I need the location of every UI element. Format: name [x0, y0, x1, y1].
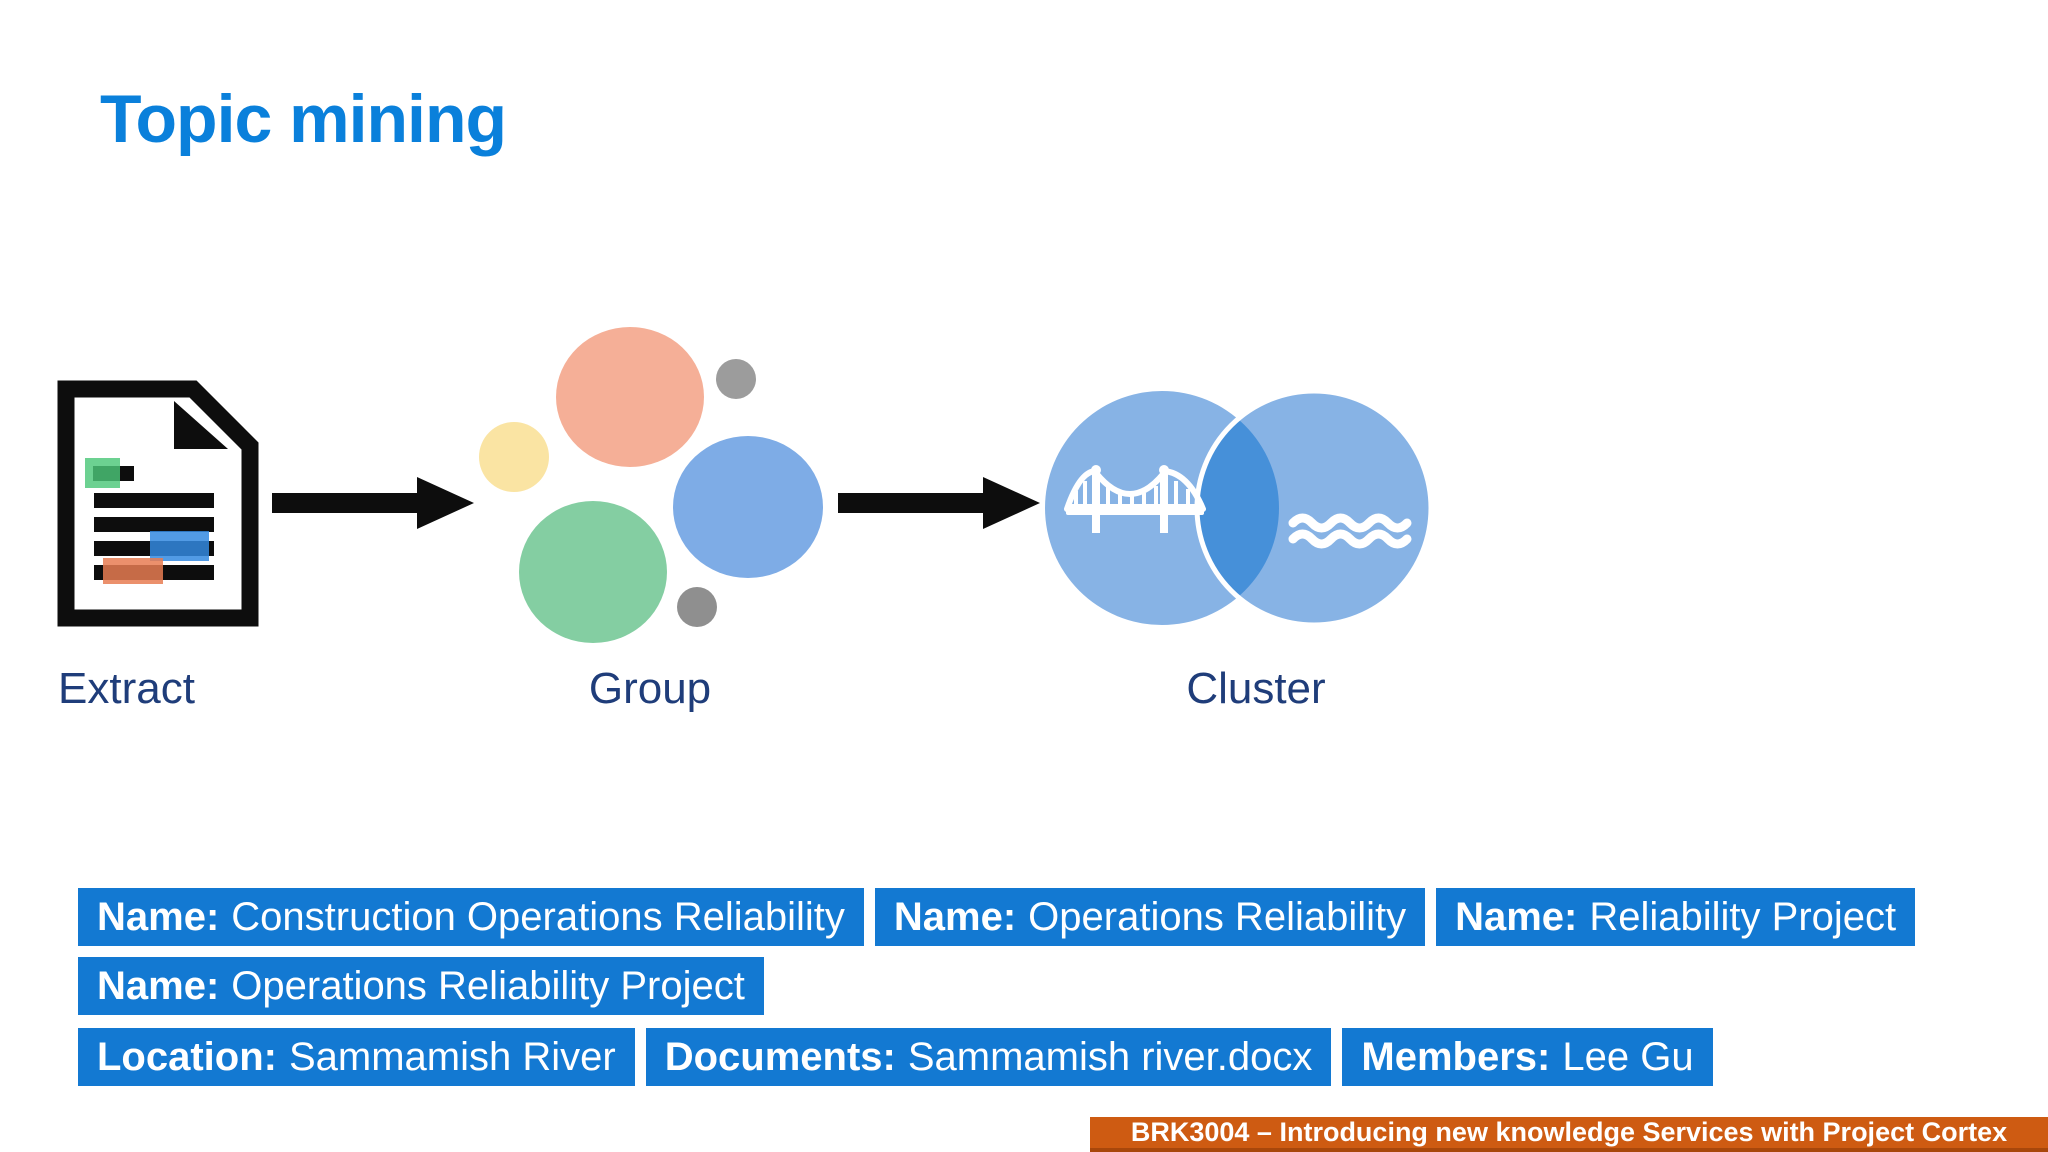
tag-box-documents: Documents:Sammamish river.docx	[645, 1028, 1332, 1086]
tag-value: Operations Reliability Project	[231, 963, 745, 1008]
tag-label: Name:	[1455, 894, 1578, 939]
bubble-gray-small-top	[716, 359, 756, 399]
arrow-right-icon	[838, 477, 1040, 529]
bridge-icon	[1066, 465, 1204, 533]
session-banner-text: BRK3004 – Introducing new knowledge Serv…	[1130, 1117, 2008, 1147]
bubble-gray-small-bottom	[677, 587, 717, 627]
tag-label: Location:	[97, 1034, 277, 1079]
green-highlight	[85, 458, 120, 488]
folded-corner	[174, 401, 228, 449]
waves-icon	[1288, 513, 1412, 549]
orange-highlight	[103, 558, 163, 584]
tag-value: Sammamish river.docx	[907, 1034, 1313, 1079]
step-label-cluster: Cluster	[1186, 664, 1326, 713]
tag-box-name-1: Name:Construction Operations Reliability	[78, 888, 864, 946]
session-banner: BRK3004 – Introducing new knowledge Serv…	[1090, 1117, 2048, 1152]
tag-row-names: Name:Construction Operations Reliability…	[78, 888, 1916, 946]
blue-highlight	[150, 531, 209, 561]
tag-box-name-2: Name:Operations Reliability	[874, 888, 1426, 946]
tag-label: Name:	[97, 963, 220, 1008]
bubble-green	[519, 501, 667, 643]
tag-box-members: Members:Lee Gu	[1342, 1028, 1713, 1086]
arrow-right-icon	[272, 477, 474, 529]
bubble-yellow	[479, 422, 549, 492]
tag-value: Lee Gu	[1562, 1034, 1694, 1079]
tag-row-name-4: Name:Operations Reliability Project	[78, 957, 764, 1015]
tag-box-name-4: Name:Operations Reliability Project	[78, 957, 764, 1015]
slide-title: Topic mining	[100, 81, 507, 157]
step-label-extract: Extract	[58, 664, 195, 713]
bubble-salmon	[556, 327, 704, 467]
tag-row-details: Location:Sammamish River Documents:Samma…	[78, 1028, 1713, 1086]
venn-overlap	[1197, 391, 1279, 625]
bubble-cluster-icon	[479, 327, 823, 643]
venn-bridge-river-icon	[1045, 388, 1434, 628]
document-icon	[57, 380, 259, 627]
tag-box-name-3: Name:Reliability Project	[1436, 888, 1916, 946]
tag-label: Members:	[1361, 1034, 1551, 1079]
tag-value: Reliability Project	[1589, 894, 1897, 939]
tag-label: Name:	[893, 894, 1017, 939]
step-label-group: Group	[588, 664, 712, 713]
tag-box-location: Location:Sammamish River	[78, 1028, 635, 1086]
tag-value: Operations Reliability	[1028, 894, 1407, 939]
bubble-blue	[673, 436, 823, 578]
tag-value: Construction Operations Reliability	[231, 894, 845, 939]
tag-label: Documents:	[664, 1034, 896, 1079]
tag-label: Name:	[97, 894, 220, 939]
bridge-cables	[1064, 468, 1206, 512]
tag-value: Sammamish River	[288, 1034, 616, 1079]
